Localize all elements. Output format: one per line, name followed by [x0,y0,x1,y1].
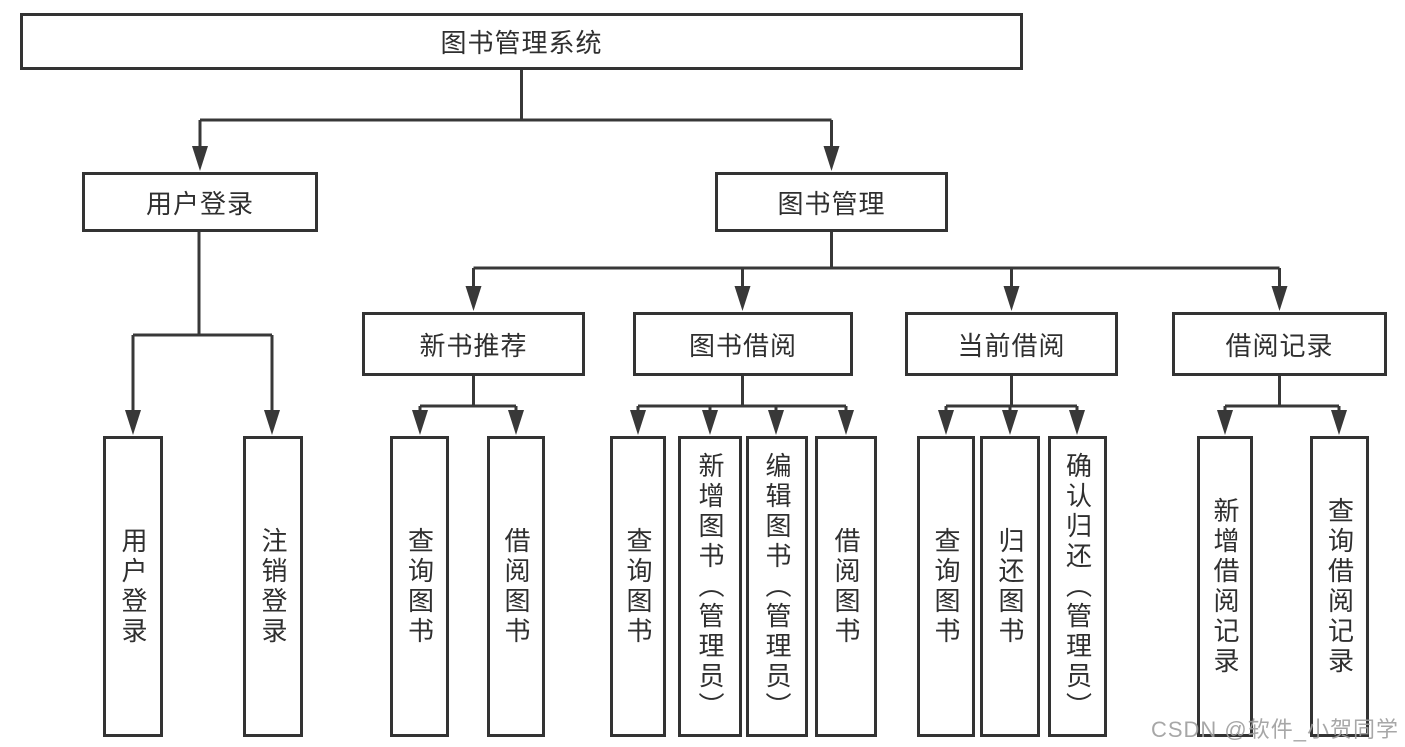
leaf-add-borrow-record-label: 新增借阅记录 [1210,496,1240,677]
leaf-confirm-return-admin: 确认归还（管理员） [1048,436,1107,737]
leaf-add-book-admin: 新增图书（管理员） [678,436,742,737]
node-new-book-recommend-label: 新书推荐 [419,330,528,361]
leaf-add-book-admin-label: 新增图书（管理员） [695,451,725,722]
node-current-borrow: 当前借阅 [905,312,1118,376]
leaf-query-borrow-record-label: 查询借阅记录 [1324,496,1355,677]
leaf-query-book-recommend-label: 查询图书 [404,526,435,647]
node-user-login-label: 用户登录 [145,188,254,219]
node-book-borrow-label: 图书借阅 [688,330,797,361]
node-book-management: 图书管理 [715,172,948,232]
leaf-user-login: 用户登录 [103,436,163,737]
leaf-confirm-return-admin-label: 确认归还（管理员） [1062,451,1093,722]
leaf-edit-book-admin: 编辑图书（管理员） [746,436,808,737]
csdn-watermark: CSDN @软件_小贺同学 [1150,717,1399,742]
leaf-borrow-book-recommend: 借阅图书 [487,436,545,737]
leaf-edit-book-admin-label: 编辑图书（管理员） [762,451,792,722]
arrowheads [125,146,1347,435]
leaf-return-book-label: 归还图书 [995,526,1025,647]
leaf-query-book-recommend: 查询图书 [390,436,449,737]
leaf-add-borrow-record: 新增借阅记录 [1197,436,1253,737]
leaf-query-book-borrow: 查询图书 [610,436,666,737]
leaf-user-login-label: 用户登录 [118,526,148,647]
node-book-borrow: 图书借阅 [633,312,853,376]
node-borrow-record: 借阅记录 [1172,312,1387,376]
node-root-label: 图书管理系统 [440,28,603,58]
node-borrow-record-label: 借阅记录 [1225,330,1334,361]
leaf-borrow-book: 借阅图书 [815,436,877,737]
leaf-borrow-book-label: 借阅图书 [831,526,861,647]
leaf-logout-label: 注销登录 [258,526,288,647]
node-user-login: 用户登录 [82,172,318,232]
node-root-library-system: 图书管理系统 [20,13,1023,70]
leaf-borrow-book-recommend-label: 借阅图书 [501,526,531,647]
node-book-management-label: 图书管理 [777,188,886,219]
leaf-logout: 注销登录 [243,436,303,737]
leaf-return-book: 归还图书 [980,436,1040,737]
leaf-query-book-borrow-label: 查询图书 [623,526,653,647]
leaf-query-book-current: 查询图书 [917,436,975,737]
node-new-book-recommend: 新书推荐 [362,312,585,376]
leaf-query-book-current-label: 查询图书 [931,526,961,647]
leaf-query-borrow-record: 查询借阅记录 [1310,436,1369,737]
node-current-borrow-label: 当前借阅 [957,330,1066,361]
